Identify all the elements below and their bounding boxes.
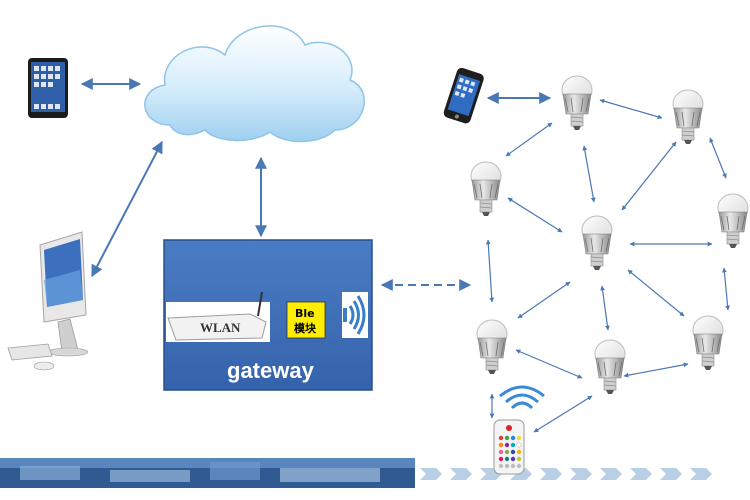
- mesh-arrow: [505, 122, 553, 157]
- mesh-arrow: [517, 281, 571, 319]
- wlan-router-icon: WLAN: [166, 291, 270, 342]
- led-bulb-icon: [692, 315, 724, 371]
- arrow-desktop-cloud: [91, 140, 163, 278]
- remote-control-icon: [493, 385, 545, 475]
- mesh-arrow: [627, 269, 685, 317]
- mesh-arrow: [515, 349, 583, 379]
- ble-label-line1: Ble: [295, 307, 315, 320]
- mesh-arrow: [582, 145, 596, 203]
- led-bulbs: [470, 75, 749, 395]
- mesh-arrow: [599, 98, 663, 120]
- ble-module: Ble 模块: [286, 301, 326, 339]
- led-bulb-icon: [476, 319, 508, 375]
- led-bulb-icon: [594, 339, 626, 395]
- router-label: WLAN: [200, 320, 241, 335]
- cloud-icon: [144, 25, 365, 143]
- mesh-arrow: [600, 285, 610, 331]
- mesh-arrow: [709, 137, 727, 179]
- wireless-signal-icon: [342, 292, 368, 338]
- mesh-arrow: [485, 239, 495, 303]
- led-bulb-icon: [581, 215, 613, 271]
- tablet-icon: [28, 58, 68, 118]
- gateway-box: WLAN Ble 模块 gateway: [163, 239, 373, 391]
- led-bulb-icon: [561, 75, 593, 131]
- mesh-arrow: [623, 362, 689, 378]
- ble-label-line2: 模块: [294, 321, 317, 335]
- gateway-title: gateway: [227, 358, 315, 383]
- desktop-computer-icon: [7, 231, 89, 371]
- mesh-arrow: [621, 141, 677, 211]
- mesh-arrow: [533, 395, 593, 433]
- led-bulb-icon: [717, 193, 749, 249]
- led-bulb-icon: [672, 89, 704, 145]
- led-bulb-icon: [470, 161, 502, 217]
- mesh-arrow: [507, 197, 563, 233]
- bottom-banner: [0, 458, 712, 488]
- smartphone-icon: [443, 67, 484, 124]
- mesh-arrow: [722, 267, 730, 311]
- wireless-signal-icon: [499, 385, 545, 410]
